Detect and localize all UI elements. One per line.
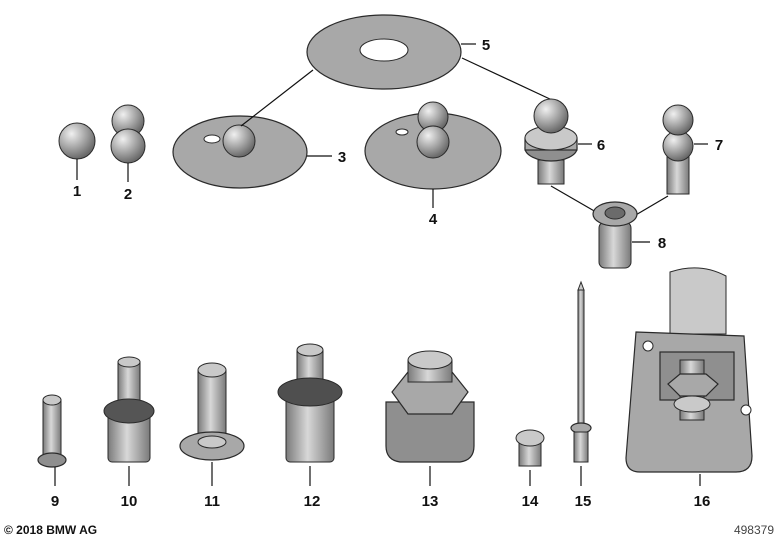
part-6-ball-stud [524,98,578,185]
part-11-flange-bolt [179,362,245,461]
label-11: 11 [204,493,220,510]
leader-7a [633,195,669,217]
label-15: 15 [575,493,592,510]
label-13: 13 [422,493,439,510]
leader-6a [550,185,597,213]
part-9-tapping-screw [37,394,67,468]
label-9: 9 [51,493,59,510]
part-12-rivet-stud [277,343,343,463]
label-1: 1 [73,183,81,200]
part-7-threaded-ball-stud [662,104,694,195]
diagram-number: 498379 [733,523,774,537]
part-14-pin [515,429,545,467]
leader-5a [240,69,314,127]
part-3-disc-with-ball [172,115,308,189]
label-5: 5 [482,37,490,54]
part-13-hex-nut-plate [385,350,475,463]
part-1-ball [58,122,96,160]
label-16: 16 [694,493,711,510]
part-15-blind-rivet [570,280,592,463]
part-16-bracket-with-bolt [625,267,753,473]
part-5-washer [306,14,462,90]
label-14: 14 [522,493,539,510]
label-8: 8 [658,235,666,252]
label-2: 2 [124,186,132,203]
part-8-rivet-nut [592,201,638,269]
label-6: 6 [597,137,605,154]
label-12: 12 [304,493,321,510]
label-7: 7 [715,137,723,154]
label-4: 4 [429,211,438,228]
part-2-double-ball [110,104,146,164]
label-3: 3 [338,149,346,166]
part-4-disc-with-double-ball [364,101,502,190]
leader-5b [461,57,553,101]
label-10: 10 [121,493,138,510]
copyright-text: © 2018 BMW AG [4,523,98,537]
part-10-screw-with-washer [103,356,155,463]
